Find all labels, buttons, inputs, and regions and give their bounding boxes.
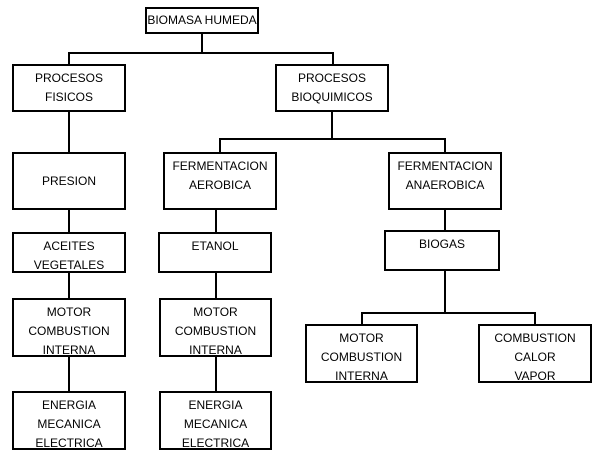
node-biomasa-humeda: BIOMASA HUMEDA [145,7,259,34]
connector-presion-aceites [68,210,70,232]
node-motor-combustion-interna-biogas: MOTOR COMBUSTION INTERNA [305,324,418,383]
node-label: ETANOL [191,239,239,253]
node-label: FERMENTACION [172,159,268,173]
node-label: FISICOS [44,90,93,104]
node-biogas: BIOGAS [384,230,500,271]
node-label: COMBUSTION [320,350,403,364]
node-energia-mecanica-electrica-etanol: ENERGIA MECANICA ELECTRICA [159,391,272,450]
connector-biogas-down [444,271,446,312]
connector-etanol-motor [215,273,217,298]
node-label: AEROBICA [188,178,251,192]
node-label: INTERNA [335,369,388,383]
node-label: ANAEROBICA [405,178,485,192]
node-label: COMBUSTION [28,324,110,338]
connector-to-motor-biogas [361,312,363,324]
connector-to-procesos-fisicos [68,52,70,64]
node-presion: PRESION [12,152,126,210]
node-fermentacion-anaerobica: FERMENTACION ANAEROBICA [388,152,502,210]
node-label: PRESION [41,173,96,188]
node-procesos-fisicos: PROCESOS FISICOS [12,64,126,112]
connector-to-combustion-calor-vapor [534,312,536,324]
connector-bioquimicos-split-horizontal [219,138,446,140]
connector-biomasa-down [201,34,203,52]
node-label: BIOGAS [418,237,465,251]
node-motor-combustion-interna-fisicos: MOTOR COMBUSTION INTERNA [12,298,126,357]
connector-aerobica-etanol [215,210,217,232]
node-label: FERMENTACION [397,159,493,173]
connector-aceites-motor [68,273,70,298]
connector-to-fermentacion-anaerobica [444,138,446,152]
connector-fisicos-presion [68,112,70,152]
connector-to-procesos-bioquimicos [332,52,334,64]
node-label: ENERGIA [41,398,96,412]
node-fermentacion-aerobica: FERMENTACION AEROBICA [163,152,277,210]
connector-motor-energia-mid [215,357,217,391]
node-label: ACEITES [43,239,95,253]
node-energia-mecanica-electrica-fisicos: ENERGIA MECANICA ELECTRICA [12,391,126,450]
connector-biogas-split-horizontal [361,312,536,314]
node-label: MECANICA [37,417,101,431]
node-label: CALOR [514,350,556,364]
node-label: MOTOR [193,305,238,319]
connector-to-fermentacion-aerobica [219,138,221,152]
node-label: ELECTRICA [35,436,103,450]
node-combustion-calor-vapor: COMBUSTION CALOR VAPOR [478,324,592,383]
node-label: COMBUSTION [174,324,257,338]
node-motor-combustion-interna-etanol: MOTOR COMBUSTION INTERNA [159,298,272,357]
node-label: ENERGIA [188,398,243,412]
node-aceites-vegetales: ACEITES VEGETALES [12,232,126,273]
node-etanol: ETANOL [158,232,272,273]
node-label: MOTOR [339,331,384,345]
node-label: MOTOR [46,305,92,319]
node-label: INTERNA [189,343,242,357]
node-label: BIOMASA HUMEDA [147,13,257,27]
node-label: PROCESOS [297,71,366,85]
node-label: BIOQUIMICOS [291,90,373,104]
node-label: COMBUSTION [494,331,576,345]
node-label: ELECTRICA [181,436,250,450]
connector-anaerobica-biogas [444,210,446,230]
node-procesos-bioquimicos: PROCESOS BIOQUIMICOS [275,64,389,112]
connector-top-split-horizontal [68,52,334,54]
node-label: VEGETALES [33,258,105,272]
node-label: PROCESOS [34,71,103,85]
node-label: MECANICA [183,417,248,431]
connector-bioquimicos-down [331,112,333,138]
connector-motor-energia-left [68,357,70,391]
node-label: VAPOR [514,369,556,383]
node-label: INTERNA [42,343,96,357]
